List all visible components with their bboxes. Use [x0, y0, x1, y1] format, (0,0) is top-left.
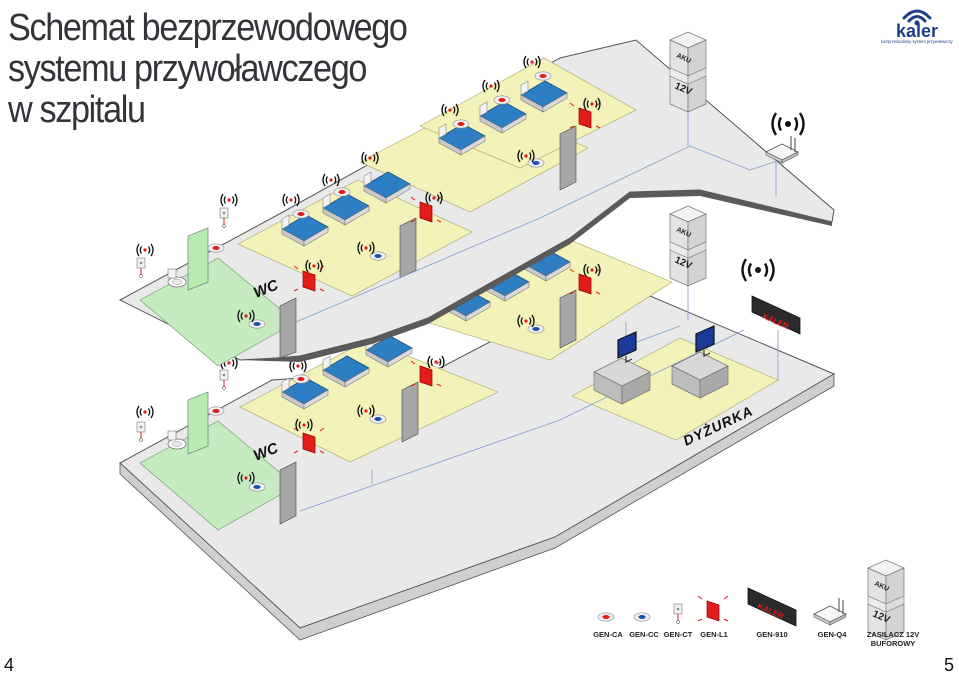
page-number-right: 5	[944, 655, 955, 675]
title-line-2: systemu przywoławczego	[8, 48, 367, 90]
legend-gen-910: GEN-910	[756, 630, 788, 639]
title-line-3: w szpitalu	[8, 89, 146, 131]
legend-gen-ca: GEN-CA	[593, 630, 623, 639]
kaler-logo: kaler bezprzewodowy system przywoławczy	[881, 9, 954, 44]
page-title: Schemat bezprzewodowego systemu przywoła…	[8, 7, 408, 131]
logo-word: kaler	[896, 21, 938, 41]
legend-gen-l1: GEN-L1	[700, 630, 728, 639]
title-line-1: Schemat bezprzewodowego	[8, 7, 408, 49]
page-number-left: 4	[4, 655, 15, 675]
legend-gen-cc: GEN-CC	[629, 630, 659, 639]
legend-gen-q4: GEN-Q4	[817, 630, 847, 639]
upper-floor: WC AKU 12V	[118, 31, 835, 367]
legend-icons: KALER AKU 12V	[597, 559, 905, 641]
logo-tagline: bezprzewodowy system przywoławczy	[881, 39, 953, 44]
legend-gen-ct: GEN-CT	[663, 630, 693, 639]
